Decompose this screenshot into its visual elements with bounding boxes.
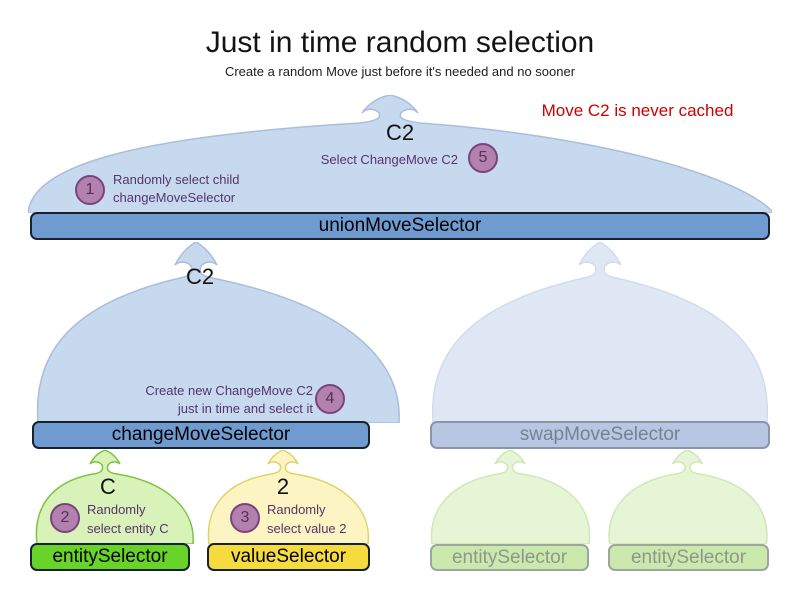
step-annotation-2: Randomly select entity C: [87, 502, 169, 536]
step-circle-3: 3: [230, 503, 260, 533]
note-never-cached: Move C2 is never cached: [541, 101, 734, 120]
union-move-selector-bar: unionMoveSelector: [30, 212, 770, 240]
change-produced-move-label: C2: [185, 264, 215, 289]
swap-move-selector-label: swapMoveSelector: [519, 424, 681, 445]
faded-entity-selector-bar-2: entitySelector: [608, 544, 769, 571]
faded-entity-dome-2: [608, 450, 768, 544]
swap-move-selector-bar: swapMoveSelector: [430, 421, 770, 449]
union-move-selector-label: unionMoveSelector: [318, 215, 482, 236]
step-circle-1: 1: [75, 175, 105, 205]
faded-entity-selector-label-1: entitySelector: [451, 546, 568, 568]
step-annotation-1: Randomly select child changeMoveSelector: [113, 172, 240, 205]
step-circle-5: 5: [468, 143, 498, 173]
faded-entity-selector-bar-1: entitySelector: [430, 544, 589, 571]
value-produced-label: 2: [276, 474, 290, 499]
step-number-3: 3: [240, 509, 250, 526]
step-circle-4: 4: [315, 384, 345, 414]
step-number-2: 2: [60, 509, 70, 526]
change-move-selector-bar: changeMoveSelector: [32, 421, 370, 449]
step-number-1: 1: [85, 181, 95, 198]
union-produced-move-label: C2: [385, 120, 415, 145]
step-annotation-4: Create new ChangeMove C2 just in time an…: [145, 383, 313, 416]
value-selector-label: valueSelector: [230, 546, 347, 567]
value-selector-bar: valueSelector: [207, 543, 370, 571]
page-title: Just in time random selection: [205, 26, 595, 59]
entity-selector-bar: entitySelector: [30, 543, 190, 571]
step-annotation-3: Randomly select value 2: [267, 502, 347, 536]
step-number-5: 5: [478, 149, 488, 166]
step-annotation-5: Select ChangeMove C2: [320, 152, 458, 167]
change-output-dome: [36, 242, 400, 423]
faded-entity-dome-1: [430, 450, 591, 544]
swap-output-dome-faded: [431, 242, 769, 423]
change-move-selector-label: changeMoveSelector: [111, 424, 291, 445]
page-subtitle: Create a random Move just before it's ne…: [224, 64, 576, 79]
step-circle-2: 2: [50, 503, 80, 533]
faded-entity-selector-label-2: entitySelector: [630, 546, 747, 568]
entity-produced-label: C: [100, 474, 116, 499]
entity-selector-label: entitySelector: [52, 546, 168, 567]
union-output-dome: [28, 95, 772, 213]
step-number-4: 4: [325, 390, 335, 407]
